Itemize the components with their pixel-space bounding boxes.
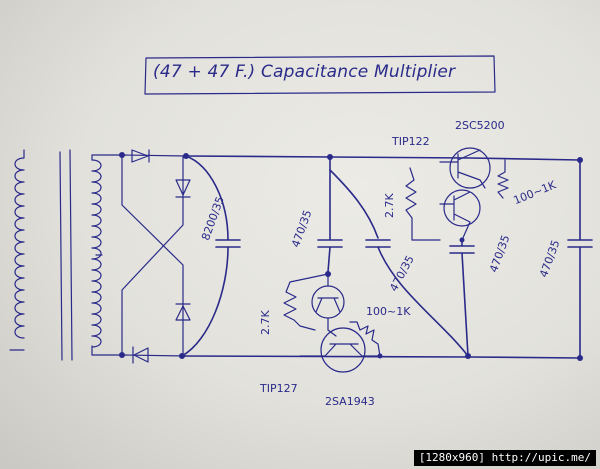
bottom-transistor-label: TIP127 <box>260 382 298 395</box>
bottom-power-transistor-label: 2SA1943 <box>325 395 375 408</box>
bottom-resistor <box>349 321 381 357</box>
transformer-secondary-coil <box>91 159 102 348</box>
schematic-title: (47 + 47 F.) Capacitance Multiplier <box>153 62 456 82</box>
bridge-rectifier <box>121 149 191 364</box>
transformer-core <box>59 149 73 361</box>
top-power-transistor-label: 2SC5200 <box>455 119 505 132</box>
title-box <box>144 55 496 95</box>
left-branch-capacitor <box>317 156 343 273</box>
image-host-footer: [1280x960] http://upic.me/ <box>413 450 596 466</box>
top-resistor <box>497 159 509 199</box>
right-branch-capacitor <box>449 239 475 357</box>
left-resistor <box>283 273 329 331</box>
output-capacitor <box>567 159 593 359</box>
filter-capacitor <box>181 155 241 357</box>
transformer-primary-coil <box>9 149 25 351</box>
bottom-darlington <box>299 273 381 373</box>
bottom-resistor-label: 100~1K <box>366 305 411 318</box>
right-resistor-label: 2.7K <box>383 193 396 218</box>
diagonal-branch <box>329 169 379 239</box>
secondary-leads <box>91 154 123 356</box>
left-resistor-label: 2.7K <box>259 310 272 335</box>
top-rail <box>185 155 581 161</box>
right-resistor <box>405 167 441 241</box>
top-darlington <box>439 147 491 241</box>
mid-capacitor <box>365 239 469 357</box>
top-transistor-label: TIP122 <box>392 135 430 148</box>
